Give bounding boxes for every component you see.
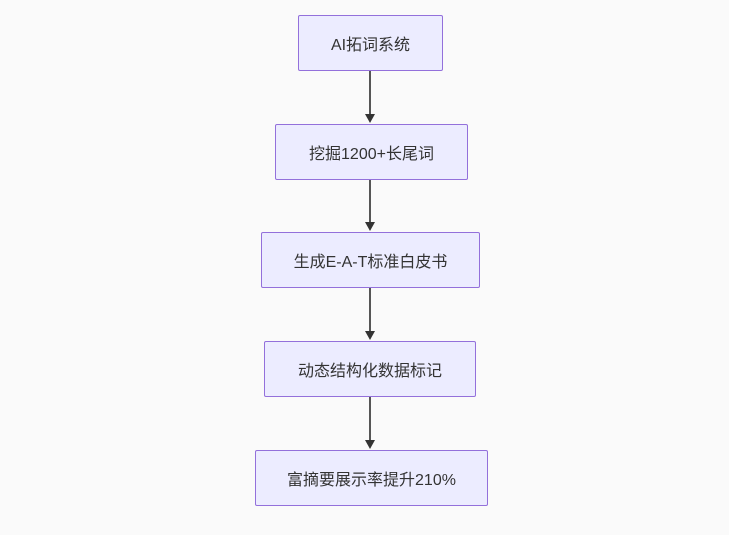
edge-line-n4-n5: [369, 397, 371, 441]
arrowhead-down-icon: [365, 440, 375, 449]
flowchart-node-longtail-keywords: 挖掘1200+长尾词: [275, 124, 468, 180]
flowchart-node-ai-keyword-system: AI拓词系统: [298, 15, 443, 71]
edge-line-n3-n4: [369, 288, 371, 332]
edge-line-n2-n3: [369, 180, 371, 223]
flowchart-node-rich-snippet-rate: 富摘要展示率提升210%: [255, 450, 488, 506]
edge-line-n1-n2: [369, 71, 371, 115]
flowchart-node-structured-data-markup: 动态结构化数据标记: [264, 341, 476, 397]
arrowhead-down-icon: [365, 222, 375, 231]
arrowhead-down-icon: [365, 114, 375, 123]
flowchart-node-eat-whitepaper: 生成E-A-T标准白皮书: [261, 232, 480, 288]
arrowhead-down-icon: [365, 331, 375, 340]
